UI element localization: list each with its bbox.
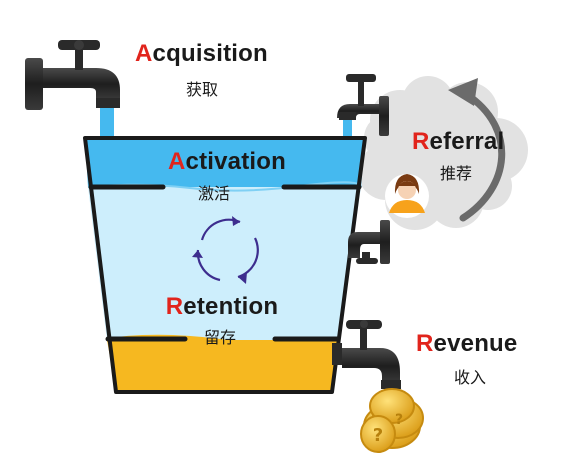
svg-text:?: ? xyxy=(373,425,383,446)
retention-title: Retention xyxy=(165,293,279,320)
referral-subtitle: 推荐 xyxy=(440,164,473,183)
activation-subtitle: 激活 xyxy=(197,184,231,203)
referral-title: Referral xyxy=(412,128,505,155)
svg-text:?: ? xyxy=(395,412,403,428)
coin-stack-icon: ? ? xyxy=(360,388,424,453)
referral-stream xyxy=(343,112,352,140)
revenue-liquid xyxy=(107,340,339,392)
curved-arrow-icon xyxy=(448,78,506,222)
acquisition-subtitle: 获取 xyxy=(186,80,219,99)
activation-title: Activation xyxy=(167,148,287,175)
acquisition-stream xyxy=(100,106,114,140)
acquisition-title: Acquisition xyxy=(135,40,268,67)
activation-water xyxy=(85,138,365,187)
faucet-icon xyxy=(348,220,390,264)
revenue-title: Revenue xyxy=(416,330,518,357)
faucet-icon xyxy=(25,40,120,110)
retention-subtitle: 留存 xyxy=(203,328,237,347)
person-icon xyxy=(385,174,429,218)
bucket-outline xyxy=(83,136,367,394)
revenue-subtitle: 收入 xyxy=(454,368,487,387)
bucket-ledges xyxy=(88,184,362,342)
faucet-icon xyxy=(332,320,401,389)
faucet-icon xyxy=(337,74,389,136)
bucket-water xyxy=(88,187,361,340)
cycle-arrows-icon xyxy=(192,216,259,284)
